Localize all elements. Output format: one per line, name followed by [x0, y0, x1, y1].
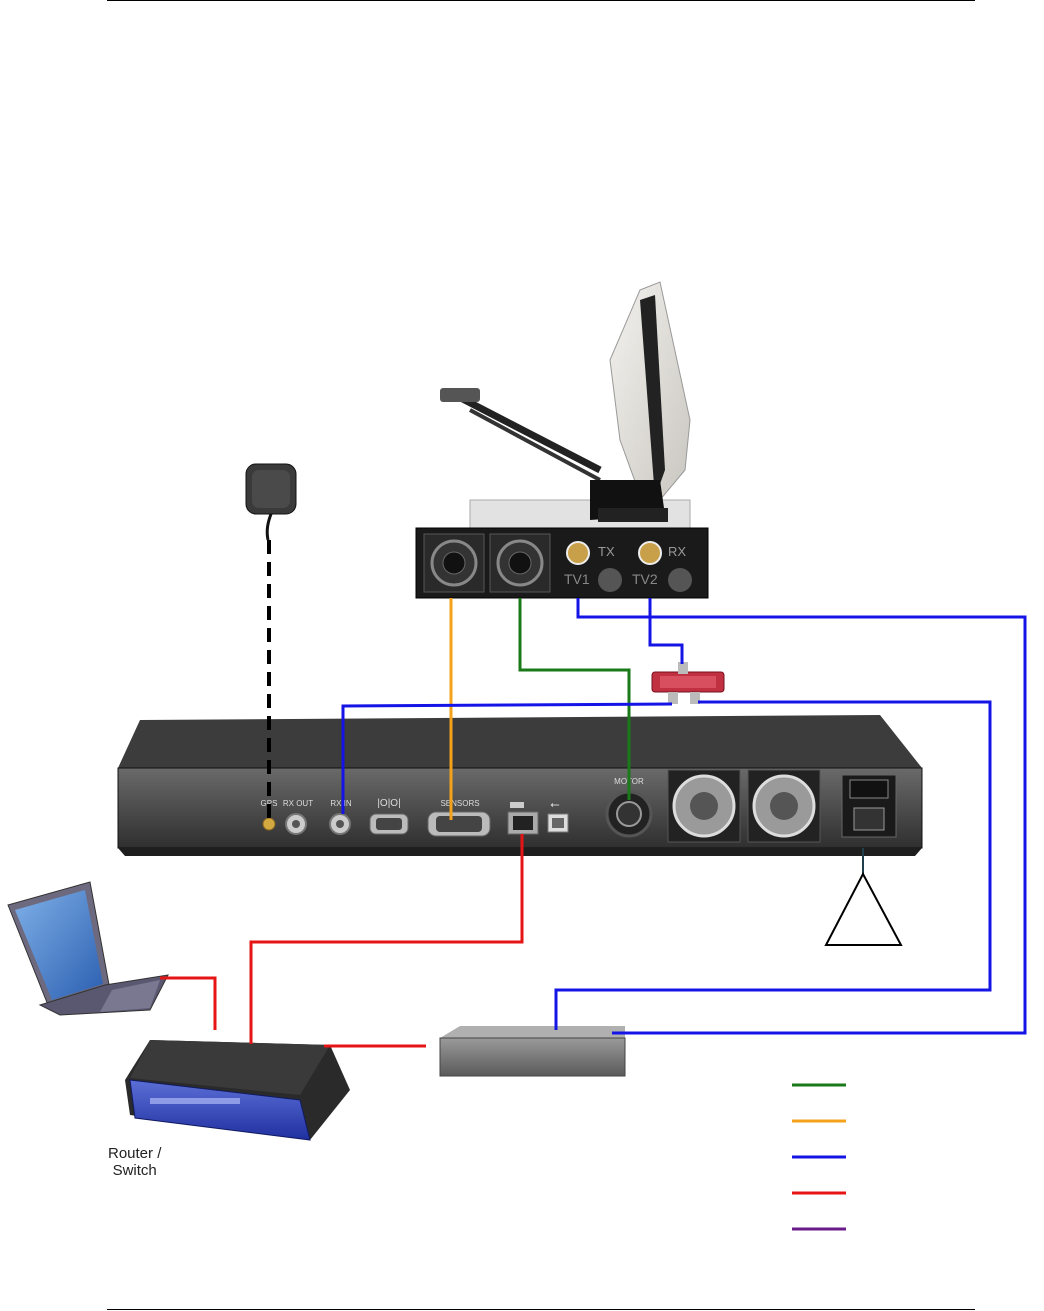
gps-antenna: [245, 463, 297, 541]
router-label-line-1: Router /: [108, 1145, 162, 1162]
serial-port: [369, 813, 409, 835]
motor-port: [605, 790, 653, 838]
router-switch: [125, 1040, 350, 1141]
serial-port-label: |O|O|: [377, 798, 400, 809]
fan-2: [747, 769, 821, 843]
dish-connector-panel: TX RX TV1 TV2: [415, 527, 709, 599]
coax-modem-cable: [554, 700, 992, 1030]
rx-out-port-label: RX OUT: [283, 799, 313, 808]
fan-1: [667, 769, 741, 843]
coax-tx-cable: [576, 598, 1027, 1035]
dish-rx-label: RX: [668, 544, 686, 559]
router-label-line-2: Switch: [112, 1162, 157, 1179]
top-rule: [107, 0, 975, 1]
rx-in-port: [329, 813, 351, 835]
router-label: Router / Switch: [108, 1145, 161, 1179]
controller-unit: ⭠ GPS RX OUT RX IN |O|O| SENSORS: [117, 715, 923, 856]
coax-rxin-cable: [341, 702, 673, 814]
dish-tx-label: TX: [598, 544, 615, 559]
ethernet-laptop-cable: [160, 976, 217, 1030]
sensors-port: [427, 811, 491, 837]
power-ground-symbol: [824, 848, 903, 946]
dish-tv1-label: TV1: [564, 571, 590, 587]
sensors-port-label: SENSORS: [440, 799, 479, 808]
cable-legend: [792, 1083, 846, 1231]
power-inlet: [841, 774, 897, 838]
dish-tv2-label: TV2: [632, 571, 658, 587]
cables: [160, 540, 1027, 1048]
rf-splitter: [651, 662, 725, 704]
coax-rx-cable: [648, 598, 684, 664]
satellite-dish: [440, 281, 691, 529]
usb-port: ⭠: [547, 797, 569, 833]
bottom-rule: [107, 1309, 975, 1310]
satellite-modem: [439, 1026, 626, 1077]
gps-port-label: GPS: [261, 799, 278, 808]
svg-text:⭠: ⭠: [550, 797, 560, 811]
motor-cable: [518, 598, 631, 800]
rx-out-port: [285, 813, 307, 835]
ethernet-box-cable: [249, 834, 524, 1044]
rx-in-port-label: RX IN: [330, 799, 352, 808]
laptop: [7, 881, 169, 1016]
gps-port: [262, 817, 276, 831]
ethernet-port: [507, 802, 539, 835]
